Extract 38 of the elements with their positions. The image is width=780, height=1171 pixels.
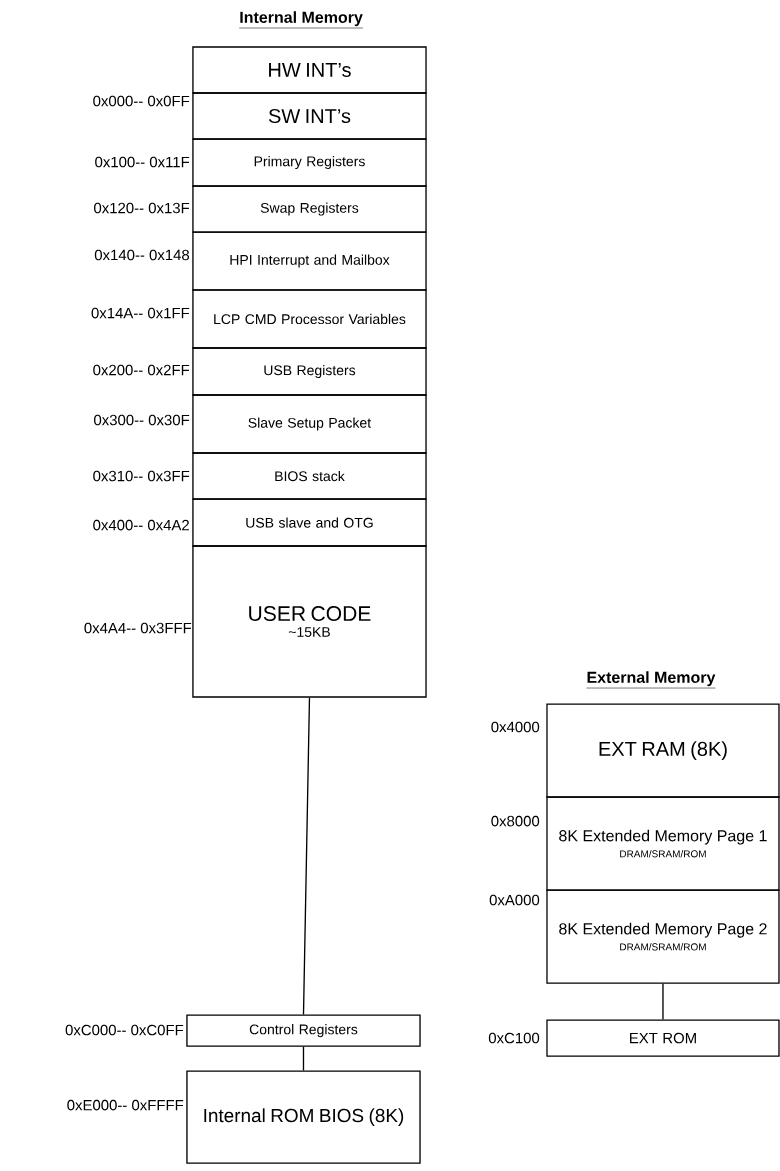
address-label: 0xE000-- 0xFFFF xyxy=(67,1099,184,1111)
address-label: 0x14A-- 0x1FF xyxy=(91,307,190,319)
connector-line xyxy=(302,697,311,1016)
connector-line xyxy=(302,1046,305,1072)
memory-block: USB Registers xyxy=(192,347,427,396)
memory-block: Primary Registers xyxy=(192,138,427,187)
address-label: 0x4A4-- 0x3FFF xyxy=(84,622,192,634)
memory-block: SW INT’s xyxy=(192,92,427,140)
address-label: 0x200-- 0x2FF xyxy=(93,364,190,376)
memory-block: EXT RAM (8K) xyxy=(546,703,780,798)
memory-block: Swap Registers xyxy=(192,185,427,233)
address-label: 0x000-- 0x0FF xyxy=(93,95,190,107)
memory-block: EXT ROM xyxy=(546,1019,780,1057)
address-label: 0xC100 xyxy=(488,1032,540,1044)
memory-block: Control Registers xyxy=(186,1014,421,1047)
memory-block: Slave Setup Packet xyxy=(192,394,427,454)
address-label: 0x120-- 0x13F xyxy=(94,202,190,214)
memory-block: 8K Extended Memory Page 1 DRAM/SRAM/ROM xyxy=(546,796,780,891)
memory-block: USER CODE ~15KB xyxy=(192,545,427,698)
section-heading: External Memory xyxy=(586,671,716,689)
address-label: 0x4000 xyxy=(491,721,540,733)
address-label: 0xC000-- 0xC0FF xyxy=(65,1024,184,1036)
memory-block: HW INT’s xyxy=(192,46,427,94)
memory-block: HPI Interrupt and Mailbox xyxy=(192,231,427,291)
address-label: 0x100-- 0x11F xyxy=(95,156,190,168)
address-label: 0x400-- 0x4A2 xyxy=(93,519,189,531)
connector-line xyxy=(662,983,664,1021)
address-label: 0x300-- 0x30F xyxy=(94,414,190,426)
memory-block: Internal ROM BIOS (8K) xyxy=(186,1070,421,1164)
memory-block: 8K Extended Memory Page 2 DRAM/SRAM/ROM xyxy=(546,889,780,984)
memory-block: USB slave and OTG xyxy=(192,498,427,547)
section-heading: Internal Memory xyxy=(239,11,364,29)
address-label: 0x310-- 0x3FF xyxy=(93,470,190,482)
memory-block: BIOS stack xyxy=(192,452,427,500)
address-label: 0x140-- 0x148 xyxy=(94,249,190,261)
address-label: 0x8000 xyxy=(491,815,540,827)
address-label: 0xA000 xyxy=(489,894,540,906)
memory-block: LCP CMD Processor Variables xyxy=(192,289,427,349)
